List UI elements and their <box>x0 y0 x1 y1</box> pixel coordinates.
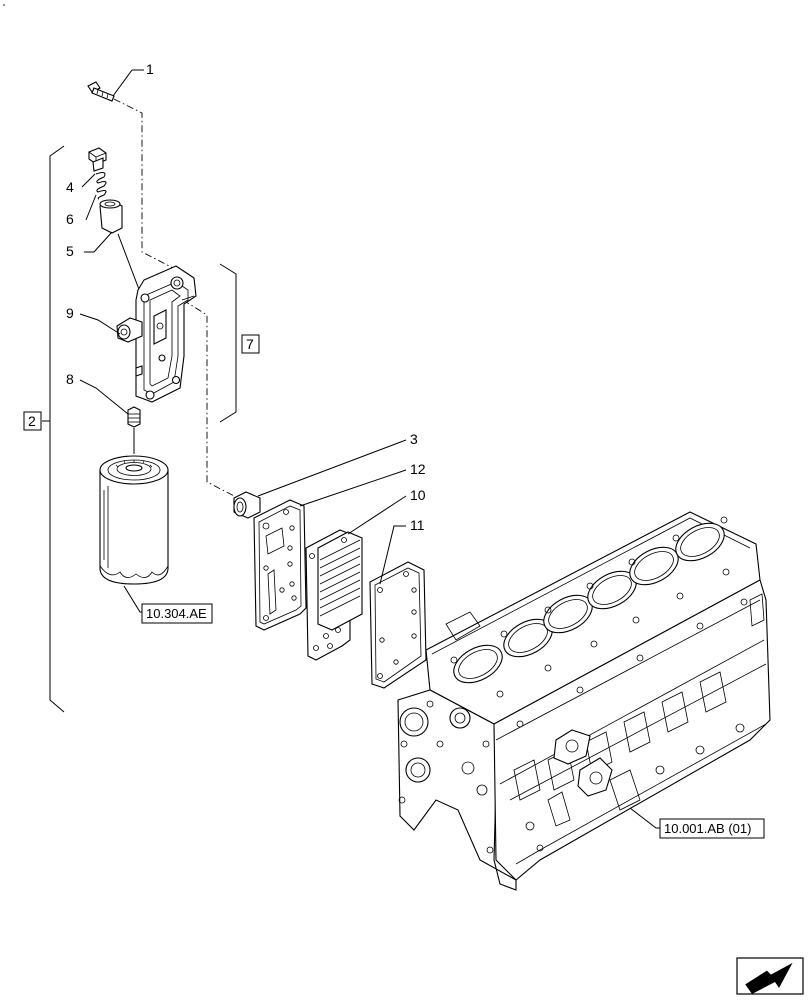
callout-4: 4 <box>66 179 74 195</box>
part-filter-head <box>116 265 197 403</box>
leader-5 <box>84 231 113 253</box>
part-adapter <box>233 491 261 519</box>
callout-6: 6 <box>66 211 74 227</box>
corner-dot <box>3 4 5 6</box>
centerline-bolt <box>113 98 184 274</box>
leader-1 <box>112 69 133 97</box>
leader-8 <box>79 379 129 415</box>
callout-2-box <box>23 411 42 431</box>
leader-6 <box>85 194 97 221</box>
leader-block-ref <box>629 807 662 829</box>
leader-3 <box>257 439 407 497</box>
part-oil-filter <box>99 455 169 585</box>
part-gasket <box>369 561 427 689</box>
part-engine-block <box>397 511 771 891</box>
callout-7: 7 <box>246 336 254 352</box>
ref-engine-block-box <box>659 818 765 839</box>
leader-4 <box>81 173 96 188</box>
callout-11: 11 <box>410 517 425 533</box>
leader-10 <box>347 495 407 535</box>
callout-7-box <box>241 334 260 354</box>
ref-oil-filter-box <box>141 603 213 624</box>
leader-11 <box>379 525 406 585</box>
callout-12: 12 <box>410 461 426 477</box>
callout-2: 2 <box>28 413 36 429</box>
leader-9 <box>79 313 121 335</box>
ref-oil-filter: 10.304.AE <box>146 606 207 621</box>
part-oil-cooler <box>305 529 363 661</box>
next-page-arrow-icon[interactable] <box>736 957 804 995</box>
leader-12 <box>299 469 407 507</box>
part-bolt <box>87 81 115 102</box>
part-nipple <box>127 406 141 428</box>
callout-9: 9 <box>66 305 74 321</box>
part-gasket-plate <box>253 499 307 631</box>
callout-1: 1 <box>146 61 154 77</box>
ref-engine-block: 10.001.AB (01) <box>664 821 751 836</box>
callout-5: 5 <box>66 243 74 259</box>
centerline-adapter <box>182 299 243 501</box>
callout-10: 10 <box>410 487 426 503</box>
callout-3: 3 <box>410 431 418 447</box>
bracket-2 <box>49 145 65 713</box>
part-plug <box>88 147 107 172</box>
callout-8: 8 <box>66 371 74 387</box>
part-valve-sleeve <box>99 199 123 234</box>
part-spring <box>95 172 107 200</box>
bracket-7 <box>219 263 237 423</box>
leader-filter-ref <box>123 585 144 613</box>
